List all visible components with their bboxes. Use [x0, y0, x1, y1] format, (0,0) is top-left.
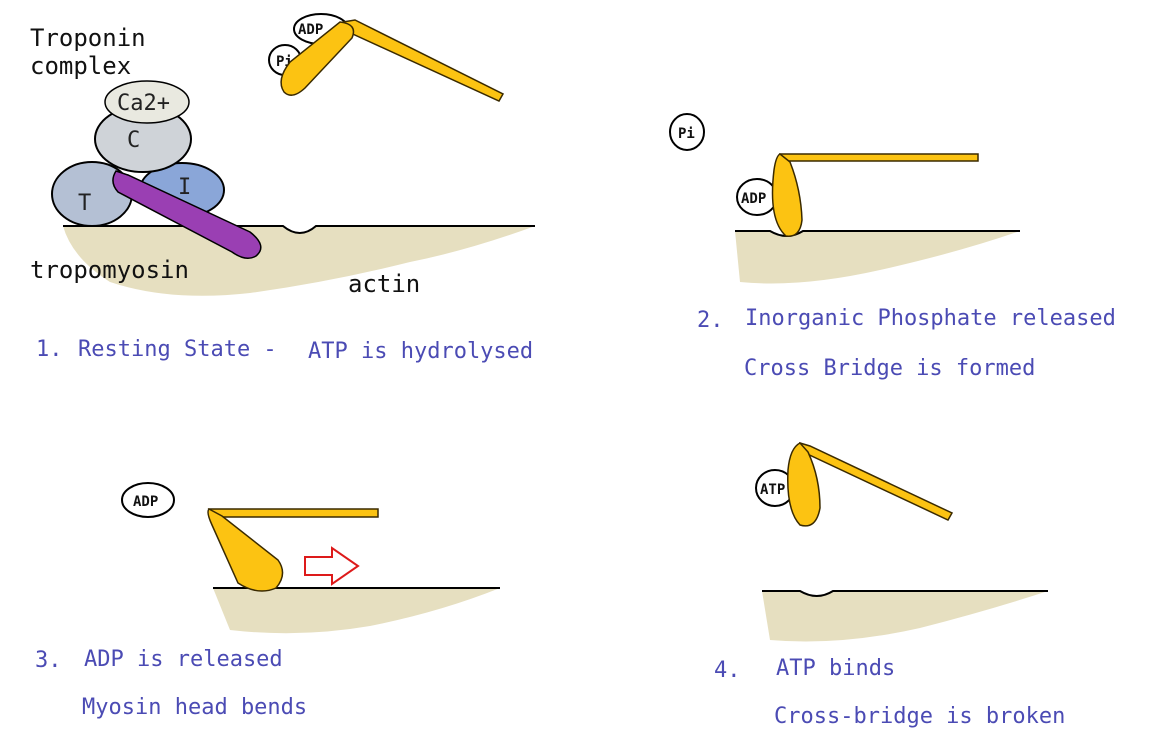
calcium-label: Ca2+: [117, 91, 170, 116]
myosin-tail-4: [799, 441, 954, 521]
pi-label-2: Pi: [678, 126, 695, 142]
power-stroke-arrow: [304, 546, 360, 586]
myosin-head-3: [207, 508, 284, 592]
myosin-head-1: [280, 21, 355, 96]
actin-surface-line-4: [762, 590, 1048, 597]
step-3-line1: ADP is released: [84, 647, 283, 672]
adp-bubble-3: [121, 482, 175, 518]
troponin-label-line1: Troponin: [30, 24, 146, 52]
troponin-t-label: T: [78, 191, 91, 216]
panel-3-adp-released: ADP: [121, 482, 500, 634]
adp-label-2: ADP: [741, 191, 766, 207]
step-3-number: 3.: [35, 648, 62, 673]
adp-label-1: ADP: [298, 22, 323, 38]
atp-label-4: ATP: [760, 482, 785, 498]
step-3-line2: Myosin head bends: [82, 695, 308, 720]
step-1-line1b: ATP is hydrolysed: [308, 339, 534, 364]
actin-filament-1: [63, 226, 535, 296]
actin-surface-line-1: [63, 225, 535, 234]
troponin-c-label: C: [127, 128, 140, 153]
step-2-line1: Inorganic Phosphate released: [745, 306, 1116, 331]
panel-4-atp-binds: ATP: [755, 441, 1048, 642]
tropomyosin-label: tropomyosin: [30, 256, 189, 284]
myosin-head-4: [787, 442, 821, 527]
myosin-tail-3: [207, 508, 379, 518]
step-4-line1: ATP binds: [776, 656, 896, 681]
pi-bubble-2: [669, 113, 705, 151]
troponin-i-label: I: [178, 175, 191, 200]
actin-label: actin: [348, 270, 421, 298]
step-1-number: 1.: [36, 337, 63, 362]
calcium-ion: [104, 80, 190, 124]
actin-filament-4: [762, 591, 1048, 642]
troponin-label-line2: complex: [30, 52, 132, 80]
step-1-line1: Resting State -: [78, 337, 277, 362]
actin-filament-3: [213, 588, 500, 634]
myosin-tail-1: [342, 19, 505, 102]
step-4-line2: Cross-bridge is broken: [774, 704, 1066, 729]
myosin-tail-2: [778, 153, 979, 162]
panel-1-resting-state: Ca2+ C T I ADP Pi: [51, 13, 535, 296]
step-2-number: 2.: [697, 308, 724, 333]
adp-label-3: ADP: [133, 494, 158, 510]
tropomyosin: [112, 170, 262, 259]
myosin-head-2: [771, 153, 803, 237]
panel-2-phosphate-released: Pi ADP: [669, 113, 1020, 284]
step-4-number: 4.: [714, 658, 741, 683]
step-2-line2: Cross Bridge is formed: [744, 356, 1036, 381]
actin-filament-2: [735, 231, 1020, 284]
